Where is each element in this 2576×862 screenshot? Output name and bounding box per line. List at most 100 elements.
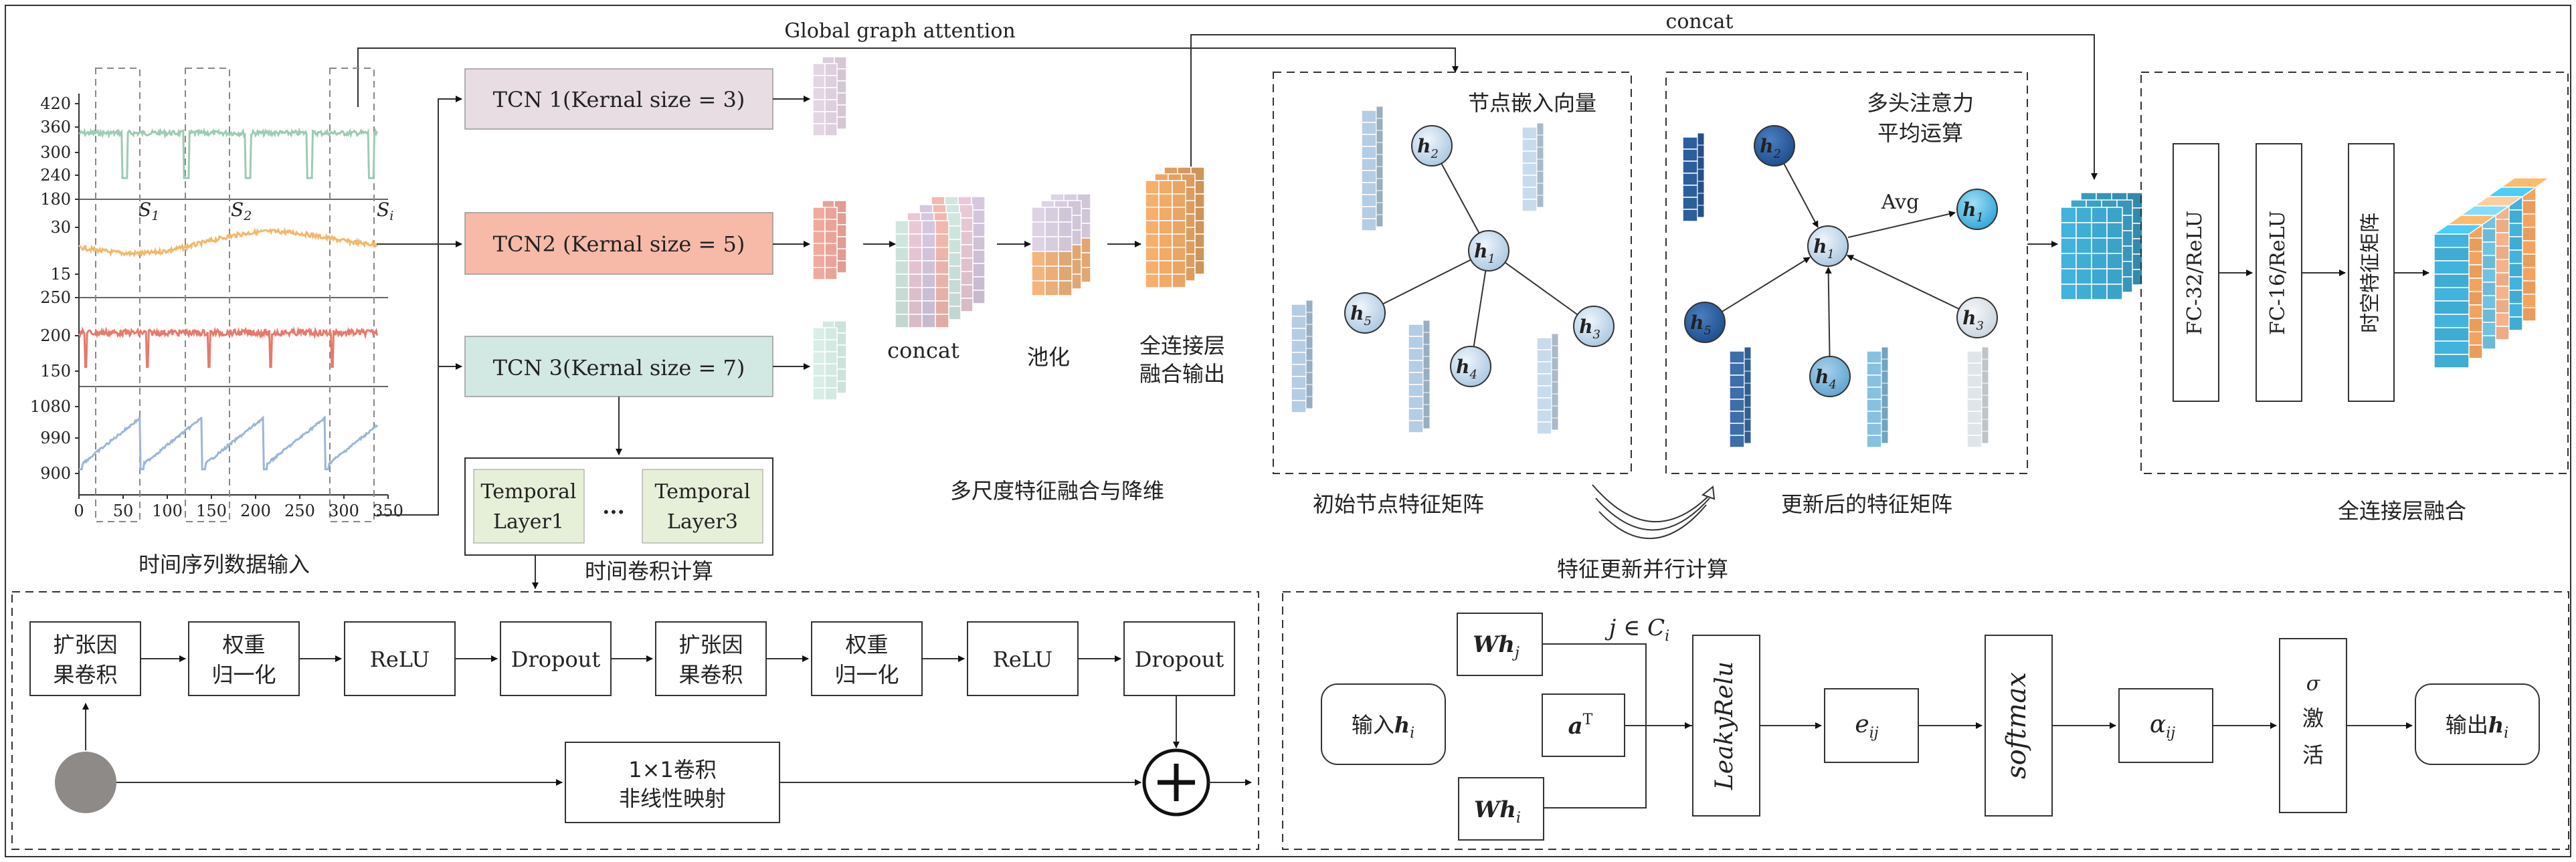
cube-cell: [959, 257, 974, 272]
column-cell: [1729, 435, 1745, 448]
cube-cell: [2106, 268, 2123, 285]
cube-cell: [824, 243, 838, 256]
init-node-h5-label: h5: [1350, 302, 1372, 328]
cube-cell: [1058, 280, 1073, 296]
column-side: [1536, 171, 1544, 184]
cube-cell: [1044, 207, 1059, 223]
column-side: [1697, 181, 1705, 194]
series-line-1: [78, 127, 379, 179]
tcn1-box: [464, 68, 773, 130]
column-cell: [1361, 206, 1377, 219]
cube-cell: [921, 233, 936, 248]
cube-cell: [895, 300, 909, 315]
dilated-conv-2-label-a: 扩张因: [678, 632, 743, 657]
cube-cell: [935, 233, 949, 248]
leaky-relu-box: [1692, 635, 1760, 817]
column-side: [1305, 312, 1313, 325]
conv1x1-box: [565, 742, 780, 823]
cube-cell: [921, 247, 936, 261]
init-edge: [1364, 250, 1489, 314]
cube-cell: [824, 219, 838, 232]
sigma-label: σ: [2306, 672, 2321, 695]
output-hi-label: 输出hi: [2446, 712, 2508, 742]
column-cell: [1536, 397, 1552, 411]
final-output-stack: [2432, 177, 2551, 368]
update-node-h4-label: h4: [1815, 366, 1837, 392]
cube-cell: [1031, 207, 1046, 223]
column-cell: [1361, 134, 1377, 147]
column-cell: [1291, 364, 1307, 377]
init-column-b: [1522, 122, 1544, 212]
update-node-h2-circle: [1754, 125, 1795, 167]
x-tick-label: 300: [329, 502, 359, 520]
whj-label: Whj: [1473, 631, 1520, 661]
column-cell: [1361, 182, 1377, 195]
pool-cube: [1031, 193, 1091, 296]
cube-cell: [824, 327, 838, 340]
cube-cell: [1031, 280, 1046, 296]
cube-cell: [947, 225, 961, 240]
dilated-conv-2-label-b: 果卷积: [678, 662, 743, 687]
x-tick-label: 0: [74, 502, 84, 520]
update-edge: [1825, 266, 1832, 357]
column-cell: [1866, 423, 1882, 436]
graph-update-title-a: 多头注意力: [1867, 90, 1974, 116]
final-stack-cell: [2433, 274, 2470, 288]
cube-cell: [959, 284, 974, 299]
cube-cell: [2106, 284, 2123, 300]
fc-output-cube: [1145, 167, 1205, 288]
tcn1-label: TCN 1(Kernal size = 3): [493, 87, 745, 112]
column-cell: [1536, 421, 1552, 435]
init-node-h1-label: h1: [1474, 240, 1495, 266]
cube-cell: [2091, 284, 2108, 300]
column-cell: [1682, 197, 1698, 210]
init-node-h3-label: h3: [1579, 316, 1600, 342]
cube-cell: [812, 255, 826, 268]
column-cell: [1408, 324, 1424, 337]
column-side: [1744, 431, 1752, 444]
update-node-h1: h1: [1807, 225, 1849, 267]
final-stack-cell: [2433, 287, 2470, 302]
cube-cell: [824, 387, 838, 401]
cube-cell: [935, 260, 949, 275]
init-node-h4: h4: [1450, 346, 1491, 387]
column-cell: [1682, 185, 1698, 198]
column-cell: [1866, 362, 1882, 376]
update-node-h3-circle: [1956, 297, 1998, 338]
temporal-layer3-text-a: Temporal: [655, 480, 751, 504]
init-column-e: [1536, 333, 1559, 435]
column-side: [1422, 332, 1431, 345]
cube-cell: [812, 207, 826, 220]
cube-cell: [812, 387, 826, 401]
column-cell: [1966, 387, 1983, 400]
updated-feature-cube: [2060, 192, 2143, 300]
cube-cell: [824, 375, 838, 389]
column-cell: [1729, 387, 1745, 400]
init-node-h2-label: h2: [1417, 135, 1439, 161]
graph-init-title: 节点嵌入向量: [1468, 90, 1596, 116]
cube-cell: [812, 99, 826, 112]
column-side: [1376, 130, 1384, 143]
cube-cell: [895, 220, 909, 235]
column-side: [1744, 370, 1752, 384]
y-tick-label: 150: [40, 362, 71, 381]
cube-cell: [2091, 237, 2108, 254]
update-node-h1-circle: [1807, 225, 1849, 267]
init-column-d: [1408, 320, 1431, 433]
column-cell: [1966, 423, 1983, 436]
update-node-h5-label: h5: [1690, 312, 1712, 338]
y-tick-label: 1080: [30, 397, 71, 416]
cube-cell: [908, 300, 923, 315]
relu-1-box: [344, 621, 456, 696]
column-side: [1981, 395, 1989, 408]
cube-cell: [2076, 222, 2092, 239]
column-cell: [1729, 399, 1745, 412]
init-node-h2: h2: [1411, 125, 1453, 167]
update-node-h1-out: h1: [1956, 189, 1998, 230]
column-side: [1305, 300, 1313, 313]
update-node-h4: h4: [1809, 356, 1851, 397]
global-graph-attention-label: Global graph attention: [784, 19, 1015, 43]
column-cell: [1536, 409, 1552, 423]
cube-cell: [1145, 260, 1160, 275]
cube-cell: [1145, 233, 1160, 248]
